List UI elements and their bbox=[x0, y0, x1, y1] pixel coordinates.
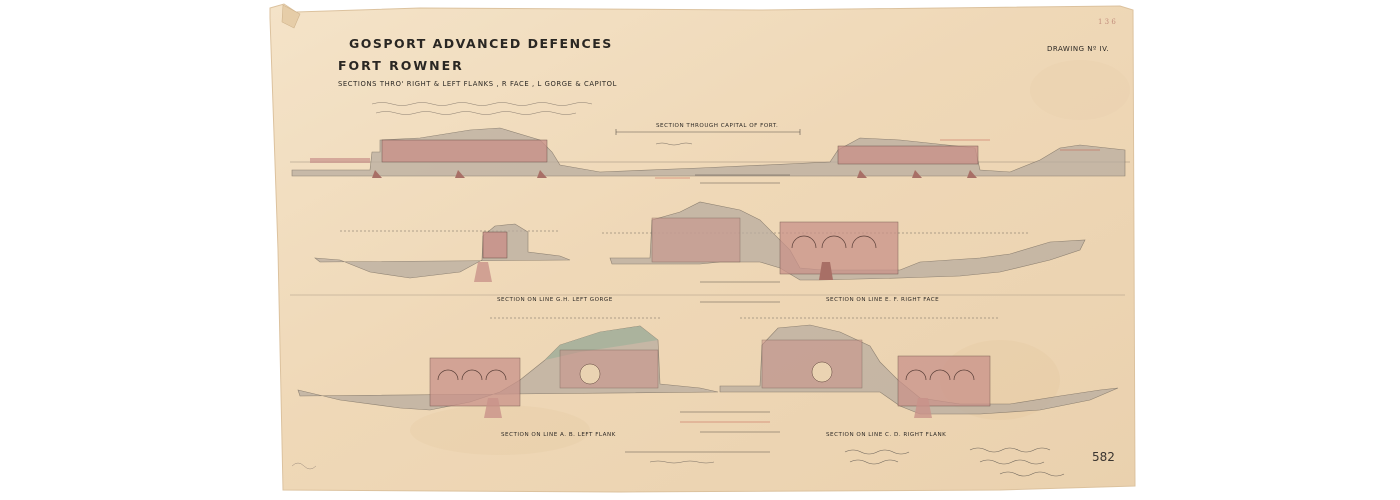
section-caption-ef: SECTION ON LINE E. F. RIGHT FACE bbox=[826, 297, 940, 303]
section-caption-gh: SECTION ON LINE G.H. LEFT GORGE bbox=[497, 297, 613, 303]
torn-corner bbox=[281, 4, 301, 29]
sheet-number: 582 bbox=[1092, 450, 1115, 464]
section-gh bbox=[314, 223, 571, 282]
section-caption-cd: SECTION ON LINE C. D. RIGHT FLANK bbox=[826, 432, 947, 438]
scale-bars-lower bbox=[625, 411, 780, 464]
section-cd bbox=[719, 317, 1119, 418]
title-line-2: FORT ROWNER bbox=[338, 58, 464, 73]
paper-stain bbox=[410, 405, 590, 455]
section-ef bbox=[602, 201, 1086, 283]
corner-pencil-note: 1 3 6 bbox=[1098, 18, 1116, 26]
handwritten-note bbox=[375, 111, 577, 115]
scale-bars-upper bbox=[655, 174, 790, 184]
signatures bbox=[291, 447, 1065, 477]
handwritten-note bbox=[371, 102, 593, 106]
drawing-number: DRAWING Nº IV. bbox=[1047, 45, 1110, 53]
scale-bars-middle bbox=[290, 294, 1125, 303]
title-line-1: GOSPORT ADVANCED DEFENCES bbox=[349, 36, 613, 51]
title-subtitle: SECTIONS THRO' RIGHT & LEFT FLANKS , R F… bbox=[338, 80, 617, 88]
paper-stain bbox=[1030, 60, 1130, 120]
section-ab bbox=[297, 317, 719, 418]
section-caption-capital: SECTION THROUGH CAPITAL OF FORT. bbox=[656, 123, 779, 129]
section-caption-ab: SECTION ON LINE A. B. LEFT FLANK bbox=[501, 432, 616, 438]
section-capital bbox=[290, 127, 1130, 178]
